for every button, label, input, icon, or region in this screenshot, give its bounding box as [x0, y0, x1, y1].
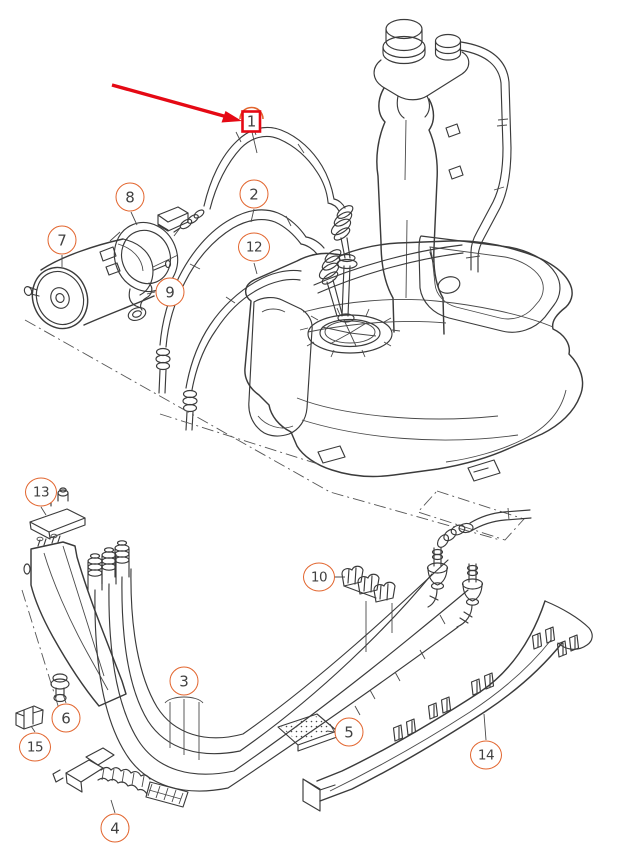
callout-10[interactable]: 10: [303, 562, 335, 592]
callout-1[interactable]: 1: [246, 112, 257, 130]
callout-4[interactable]: 4: [100, 813, 130, 843]
callout-15[interactable]: 15: [19, 732, 51, 762]
corrugated-hose-4: [52, 747, 189, 808]
callout-13[interactable]: 13: [25, 477, 57, 507]
callout-6[interactable]: 6: [51, 703, 81, 733]
pointer-arrow: [111, 83, 232, 120]
filler-neck-assembly: [373, 18, 512, 335]
callout-8[interactable]: 8: [115, 182, 145, 212]
hose-bundle: [94, 559, 469, 792]
clip-6: [50, 673, 70, 703]
pipe-12: [182, 269, 302, 431]
pointer-arrowhead: [221, 111, 242, 123]
callout-2[interactable]: 2: [239, 179, 269, 209]
centerlines: [21, 319, 525, 713]
callout-5[interactable]: 5: [334, 717, 364, 747]
shield-panel: [23, 533, 127, 707]
callout-3[interactable]: 3: [169, 666, 199, 696]
underbody-rail-14: [302, 600, 593, 812]
leader-lines: [30, 131, 487, 814]
callout-9[interactable]: 9: [155, 277, 185, 307]
highlight-selected-part: [111, 83, 264, 133]
retaining-clips-10: [341, 565, 396, 652]
clamp-15: [15, 705, 44, 730]
callout-14[interactable]: 14: [470, 740, 502, 770]
callout-12[interactable]: 12: [238, 232, 270, 262]
callout-7[interactable]: 7: [47, 225, 77, 255]
fuel-tank: [244, 235, 584, 482]
pipe-1: [203, 123, 335, 210]
fuel-line-fittings: [426, 507, 532, 628]
tank-flange-and-elbows: [299, 198, 401, 358]
fuel-filter: [23, 238, 172, 330]
hose-end-connectors: [87, 540, 130, 591]
selected-part-box: [241, 110, 262, 133]
grommet: [127, 282, 153, 321]
